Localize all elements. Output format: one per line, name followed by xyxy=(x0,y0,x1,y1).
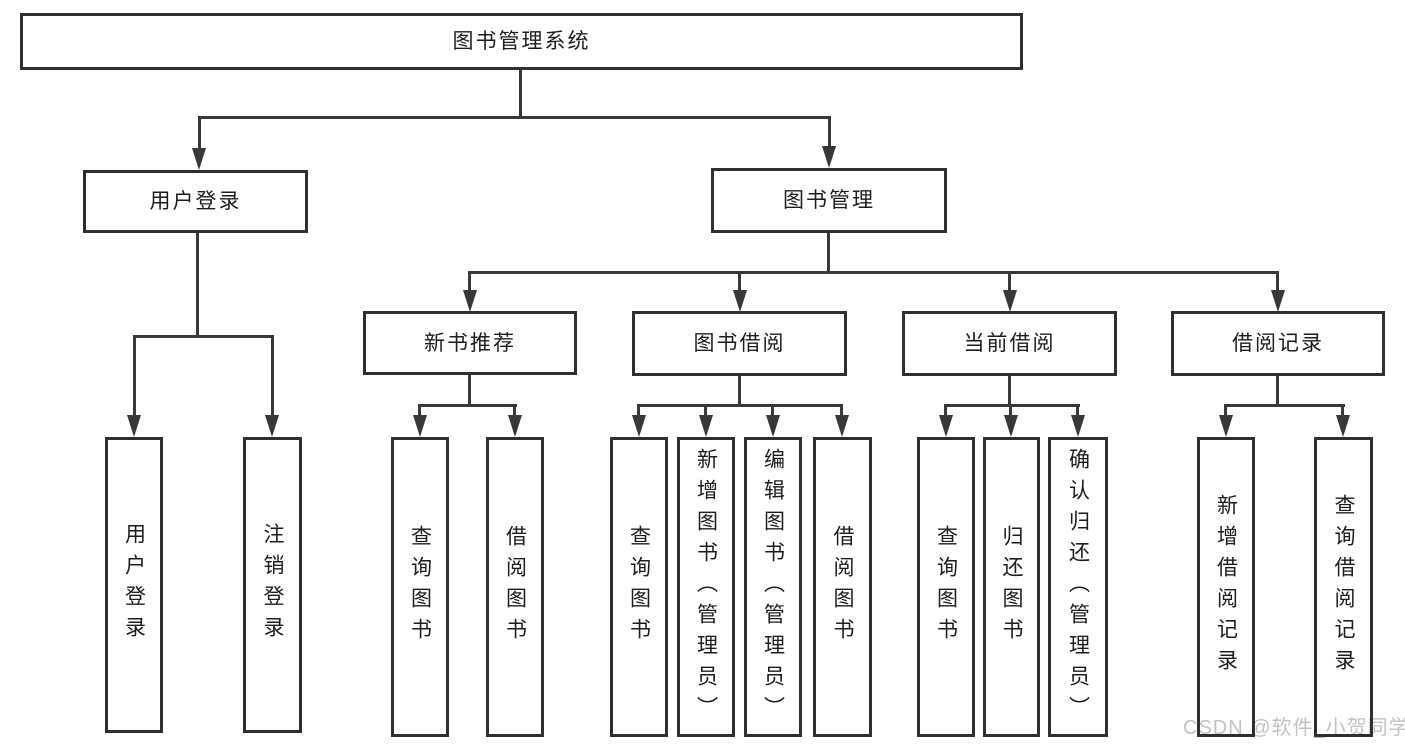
node-add-book-label: 新增图书（管理员） xyxy=(694,447,718,727)
node-borrow-book-2-label: 借阅图书 xyxy=(831,525,854,649)
connector-user-login-trunk xyxy=(196,233,199,337)
node-add-record-box: 新增借阅记录 xyxy=(1197,437,1255,737)
arrow-current-borrow xyxy=(1003,290,1017,312)
connector-current-borrow-trunk xyxy=(1008,376,1011,406)
arrow-query-book-2 xyxy=(632,415,646,437)
node-query-book-2-label: 查询图书 xyxy=(627,525,651,649)
node-user-login-box: 用户登录 xyxy=(83,170,308,233)
node-confirm-return-box: 确认归还（管理员） xyxy=(1048,437,1108,737)
node-query-book-3-box: 查询图书 xyxy=(917,437,975,737)
node-user-login-v-box: 用户登录 xyxy=(105,437,163,733)
arrow-query-book-3 xyxy=(939,415,953,437)
node-add-record-label: 新增借阅记录 xyxy=(1214,494,1238,680)
connector-drop-logout-v xyxy=(271,335,274,417)
arrow-logout-v xyxy=(265,415,279,437)
node-user-login-label: 用户登录 xyxy=(149,190,242,213)
connector-drop-query-book-1 xyxy=(418,404,421,417)
node-new-book-recommend-box: 新书推荐 xyxy=(363,311,577,375)
arrow-borrow-book-1 xyxy=(508,415,522,437)
connector-current-borrow-rail xyxy=(944,404,1080,407)
node-borrow-record-label: 借阅记录 xyxy=(1232,332,1324,355)
node-borrow-record-box: 借阅记录 xyxy=(1171,311,1385,376)
connector-drop-current-borrow xyxy=(1008,271,1011,292)
node-root-box: 图书管理系统 xyxy=(20,13,1023,70)
arrow-book-borrow xyxy=(733,290,747,312)
connector-drop-query-book-3 xyxy=(944,404,947,417)
connector-drop-return-book xyxy=(1009,404,1012,417)
arrow-edit-book xyxy=(766,415,780,437)
connector-new-book-trunk xyxy=(468,375,471,406)
node-book-borrow-box: 图书借阅 xyxy=(632,311,847,376)
connector-book-borrow-trunk xyxy=(738,376,741,406)
arrow-new-book xyxy=(463,290,477,312)
node-book-management-label: 图书管理 xyxy=(783,189,875,212)
arrow-borrow-book-2 xyxy=(835,415,849,437)
arrow-confirm-return xyxy=(1071,415,1085,437)
node-current-borrow-label: 当前借阅 xyxy=(963,332,1056,355)
connector-drop-user-login-v xyxy=(133,335,136,417)
node-edit-book-box: 编辑图书（管理员） xyxy=(744,437,802,737)
node-book-borrow-label: 图书借阅 xyxy=(693,332,786,355)
arrow-add-record xyxy=(1219,415,1233,437)
connector-user-login-rail xyxy=(133,335,274,338)
node-user-login-v-label: 用户登录 xyxy=(122,523,146,647)
node-return-book-label: 归还图书 xyxy=(1000,525,1023,649)
connector-root-rail xyxy=(198,116,830,119)
connector-root-trunk xyxy=(519,70,522,118)
arrow-return-book xyxy=(1004,415,1018,437)
connector-drop-add-record xyxy=(1224,404,1227,417)
node-query-book-3-label: 查询图书 xyxy=(934,525,958,649)
connector-drop-user-login xyxy=(198,116,201,150)
node-borrow-book-1-box: 借阅图书 xyxy=(486,437,544,737)
node-return-book-box: 归还图书 xyxy=(983,437,1040,737)
node-logout-v-label: 注销登录 xyxy=(261,523,284,647)
connector-drop-borrow-book-2 xyxy=(840,404,843,417)
node-new-book-recommend-label: 新书推荐 xyxy=(424,331,516,355)
connector-drop-query-book-2 xyxy=(637,404,640,417)
connector-drop-add-book xyxy=(704,404,707,417)
node-query-record-box: 查询借阅记录 xyxy=(1314,437,1373,737)
connector-drop-edit-book xyxy=(771,404,774,417)
arrow-book-management xyxy=(822,146,836,168)
connector-borrow-record-rail xyxy=(1224,404,1345,407)
node-confirm-return-label: 确认归还（管理员） xyxy=(1066,447,1090,727)
node-query-book-1-box: 查询图书 xyxy=(391,437,449,737)
connector-book-borrow-rail xyxy=(637,404,843,407)
node-edit-book-label: 编辑图书（管理员） xyxy=(761,447,785,727)
node-query-record-label: 查询借阅记录 xyxy=(1332,494,1355,680)
arrow-add-book xyxy=(699,415,713,437)
node-book-management-box: 图书管理 xyxy=(711,168,947,233)
node-query-book-2-box: 查询图书 xyxy=(610,437,668,737)
connector-drop-book-borrow xyxy=(738,271,741,292)
node-add-book-box: 新增图书（管理员） xyxy=(677,437,735,737)
arrow-query-record xyxy=(1336,415,1350,437)
connector-drop-new-book xyxy=(468,271,471,292)
arrow-user-login xyxy=(192,148,206,170)
connector-drop-book-management xyxy=(828,116,831,148)
node-borrow-book-1-label: 借阅图书 xyxy=(503,525,527,649)
connector-drop-borrow-record xyxy=(1276,271,1279,292)
connector-borrow-record-trunk xyxy=(1276,376,1279,406)
connector-new-book-rail xyxy=(418,404,517,407)
arrow-query-book-1 xyxy=(413,415,427,437)
node-logout-v-box: 注销登录 xyxy=(243,437,302,733)
node-current-borrow-box: 当前借阅 xyxy=(902,311,1117,376)
arrow-borrow-record xyxy=(1271,290,1285,312)
connector-drop-query-record xyxy=(1341,404,1344,417)
node-borrow-book-2-box: 借阅图书 xyxy=(813,437,872,737)
node-query-book-1-label: 查询图书 xyxy=(408,525,432,649)
connector-book-management-trunk xyxy=(827,233,830,274)
connector-book-management-rail xyxy=(469,271,1279,274)
connector-drop-borrow-book-1 xyxy=(513,404,516,417)
arrow-user-login-v xyxy=(127,415,141,437)
connector-drop-confirm-return xyxy=(1076,404,1079,417)
node-root-label: 图书管理系统 xyxy=(452,30,591,53)
csdn-watermark: CSDN @软件_小贺同学 xyxy=(1183,717,1405,739)
